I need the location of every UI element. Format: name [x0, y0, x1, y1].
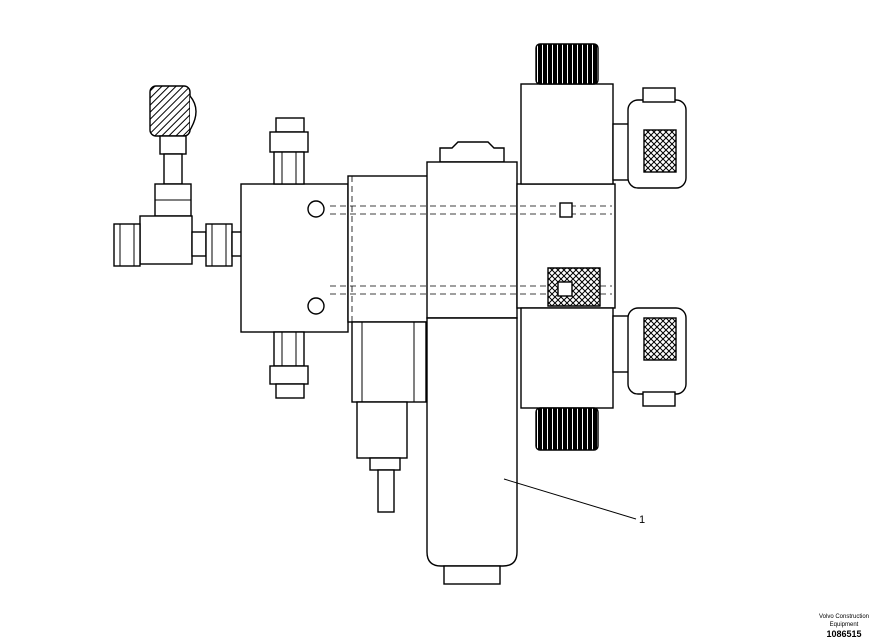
credit-company-line1: Volvo Construction — [818, 614, 870, 620]
valve-block — [240, 117, 349, 399]
solenoid-upper — [520, 43, 687, 189]
directional-valve — [330, 183, 616, 309]
filter-housing — [426, 141, 518, 585]
callout-leader-line — [503, 478, 637, 520]
credit-company-line2: Equipment — [829, 622, 859, 628]
intermediate-body — [347, 175, 429, 513]
credit-figure-number: 1086515 — [826, 629, 862, 639]
test-point-fitting — [113, 85, 243, 267]
callout-1: 1 — [503, 478, 645, 526]
solenoid-lower — [520, 307, 687, 451]
callout-number: 1 — [639, 514, 645, 526]
figure-credit: Volvo Construction Equipment 1086515 — [809, 613, 879, 640]
